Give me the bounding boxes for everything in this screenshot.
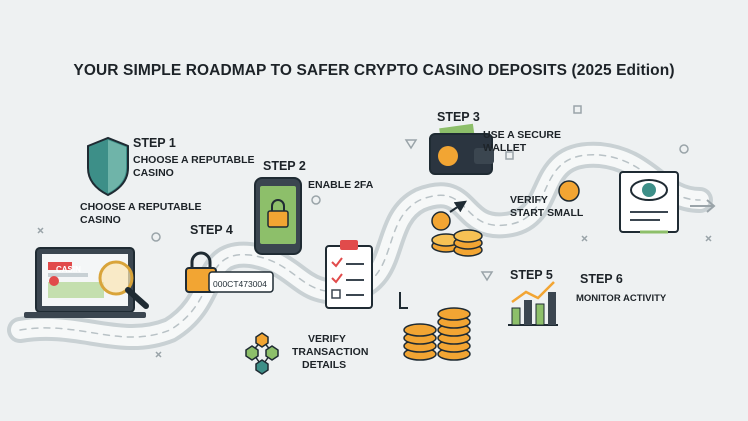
coin-stack-icon	[431, 180, 580, 257]
step1b-text: CHOOSE A REPUTABLE CASINO	[80, 201, 202, 227]
step1-text: CHOOSE A REPUTABLE CASINO	[133, 154, 255, 180]
page-title: YOUR SIMPLE ROADMAP TO SAFER CRYPTO CASI…	[0, 62, 748, 80]
step1b-text-line2: CASINO	[80, 214, 121, 226]
step1b-text-line1: CHOOSE A REPUTABLE	[80, 201, 202, 213]
step2-label: STEP 2	[263, 159, 306, 173]
checklist-icon	[325, 240, 373, 309]
step3-text-line1: USE A SECURE	[483, 129, 561, 141]
wallet-icon	[429, 123, 494, 175]
step3-text-line2: WALLET	[483, 142, 527, 154]
step6-text: MONITOR ACTIVITY	[576, 293, 667, 304]
coin-stack-icon	[399, 292, 471, 361]
padlock-icon	[185, 251, 274, 293]
decorative-shapes	[37, 105, 712, 358]
step1-text-line1: CHOOSE A REPUTABLE	[133, 154, 255, 166]
step1-text-line2: CASINO	[133, 167, 174, 179]
chart-icon	[508, 281, 558, 326]
step5-label: STEP 5	[510, 268, 553, 282]
step6-label: STEP 6	[580, 272, 623, 286]
step2-text: ENABLE 2FA	[308, 179, 374, 191]
road-path	[7, 141, 713, 350]
code-text: 000CT473004	[213, 279, 267, 289]
verify-small-text: VERIFY START SMALL	[510, 194, 583, 220]
verify-tx-line1: VERIFY	[308, 333, 346, 345]
step3-label: STEP 3	[437, 110, 480, 124]
verify-tx-text: VERIFY TRANSACTION DETAILS	[292, 333, 368, 372]
title-main: YOUR SIMPLE ROADMAP TO SAFER CRYPTO CASI…	[73, 62, 568, 79]
step3-text: USE A SECURE WALLET	[483, 129, 561, 155]
verify-tx-line3: DETAILS	[302, 359, 347, 371]
screen-casino-text: CASIN	[56, 265, 81, 274]
step1-label: STEP 1	[133, 136, 176, 150]
verify-small-line2: START SMALL	[510, 207, 584, 219]
shield-icon	[87, 136, 129, 197]
document-eye-icon	[619, 171, 716, 234]
phone-lock-icon	[254, 177, 302, 255]
magnifier-icon	[98, 260, 149, 309]
step4-label: STEP 4	[190, 223, 233, 237]
verify-small-line1: VERIFY	[510, 194, 548, 206]
title-edition: (2025 Edition)	[571, 62, 675, 79]
verify-tx-line2: TRANSACTION	[292, 346, 369, 358]
network-icon	[245, 332, 279, 375]
